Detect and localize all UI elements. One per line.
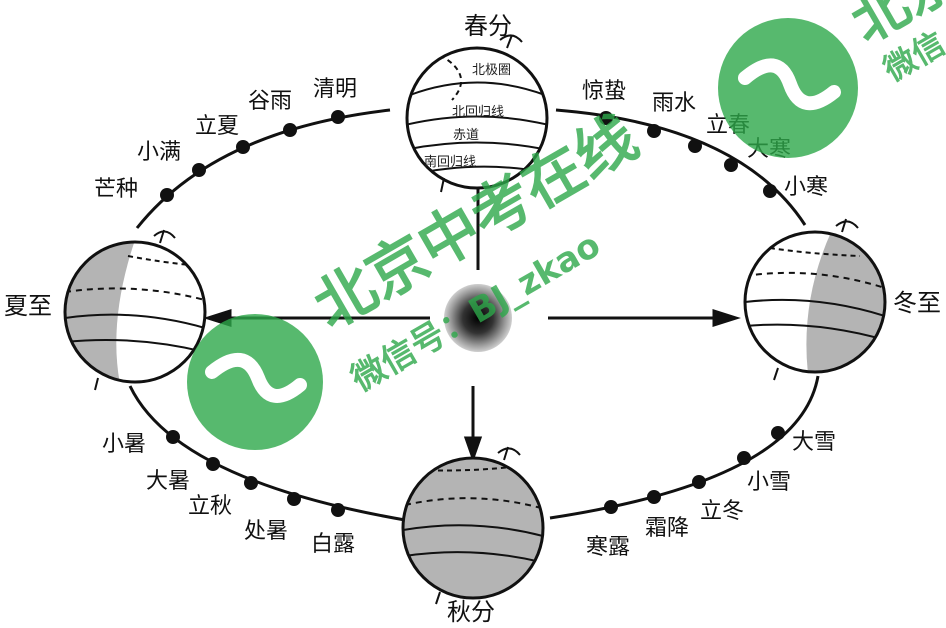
watermark-corner: 北京 微信 [718, 0, 946, 158]
orbit-arc-bottom-left [128, 385, 406, 522]
globe-label-equator: 赤道 [453, 128, 479, 143]
label-xiaohan: 小寒 [784, 175, 828, 200]
label-shuangjiang: 霜降 [645, 516, 689, 541]
label-autumn-equinox: 秋分 [447, 598, 495, 626]
label-lidong: 立冬 [700, 499, 744, 524]
label-xiaoman: 小满 [137, 140, 181, 165]
arrow-right-head [712, 308, 741, 328]
label-lixia: 立夏 [195, 114, 239, 139]
orbit-arc-bottom-right [549, 375, 820, 520]
dot-xiaohan [763, 184, 777, 198]
dot-yushui [647, 124, 661, 138]
dot-hanlu [604, 500, 618, 514]
label-xiaoxue: 小雪 [747, 470, 791, 495]
dot-lixia [236, 140, 250, 154]
term-dots [160, 110, 785, 517]
label-summer-solstice: 夏至 [4, 292, 52, 320]
label-chushu: 处暑 [244, 519, 288, 544]
label-spring-equinox: 春分 [464, 12, 512, 40]
label-jingzhe: 惊蛰 [582, 79, 626, 104]
dot-qingming [331, 110, 345, 124]
arrow-down-head [463, 436, 483, 463]
dot-liqiu [244, 476, 258, 490]
globe-winter-solstice [743, 218, 887, 381]
label-xiaoshu: 小暑 [102, 432, 146, 457]
dot-xiaoshu [166, 430, 180, 444]
label-bailu: 白露 [311, 532, 355, 557]
dot-xiaoman [192, 163, 206, 177]
label-hanlu: 寒露 [586, 535, 630, 560]
dot-chushu [287, 492, 301, 506]
dot-jingzhe [599, 111, 613, 125]
label-daxue: 大雪 [792, 430, 836, 455]
dot-bailu [331, 503, 345, 517]
dot-dahan [724, 158, 738, 172]
dot-mangzhong [160, 188, 174, 202]
label-guyu: 谷雨 [248, 89, 292, 114]
dot-lichun [688, 139, 702, 153]
dot-shuangjiang [647, 490, 661, 504]
globe-label-capricorn: 南回归线 [424, 154, 476, 170]
watermark-logo-center [187, 314, 323, 450]
season-labels: 春分 夏至 冬至 秋分 [4, 12, 941, 626]
dot-dashu [206, 457, 220, 471]
dot-xiaoxue [737, 451, 751, 465]
watermark-logo-corner [718, 18, 858, 158]
label-winter-solstice: 冬至 [893, 289, 941, 317]
orbit-arc-top-left [135, 108, 391, 229]
label-yushui: 雨水 [652, 91, 696, 116]
globe-summer-solstice [63, 229, 207, 391]
label-mangzhong: 芒种 [94, 177, 138, 202]
label-qingming: 清明 [313, 77, 357, 102]
label-liqiu: 立秋 [188, 494, 232, 519]
globe-label-cancer: 北回归线 [452, 105, 504, 120]
globe-label-arctic: 北极圈 [472, 63, 511, 78]
globe-autumn-equinox [401, 446, 545, 605]
dot-lidong [692, 475, 706, 489]
globe-spring-equinox: 北极圈 北回归线 赤道 南回归线 [405, 34, 549, 193]
dot-daxue [771, 426, 785, 440]
dot-guyu [283, 123, 297, 137]
label-dashu: 大暑 [146, 469, 190, 494]
sun [444, 284, 512, 352]
